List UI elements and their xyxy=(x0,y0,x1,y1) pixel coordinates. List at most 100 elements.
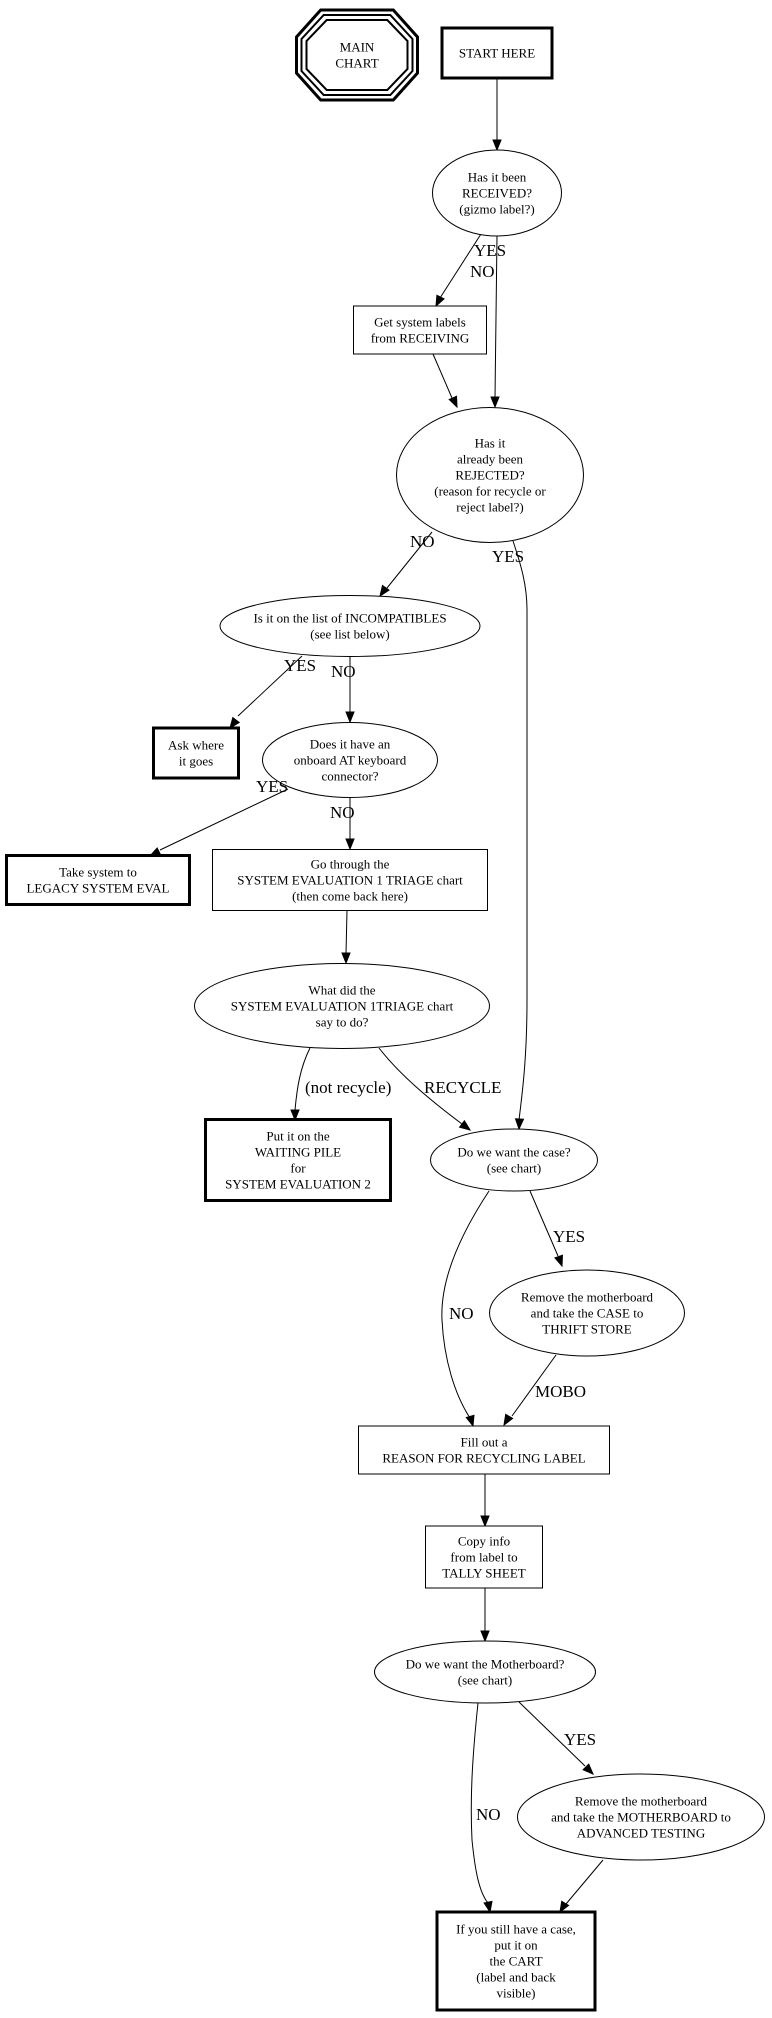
edge-label: MOBO xyxy=(535,1382,586,1401)
node-text-line: Do we want the Motherboard? xyxy=(406,1657,565,1672)
node-text-line: Put it on the xyxy=(266,1129,329,1144)
arrowhead-icon xyxy=(379,584,390,598)
node-text-line: Go through the xyxy=(311,857,390,872)
edge-want_case-to-fill_label xyxy=(441,1190,490,1428)
node-text-line: (see chart) xyxy=(487,1161,542,1176)
node-text-line: MAIN xyxy=(340,40,375,55)
arrowhead-icon xyxy=(458,1119,472,1131)
terminal-box xyxy=(5,854,191,906)
node-text-line: onboard AT keyboard xyxy=(294,753,407,768)
edge-label: YES xyxy=(564,1730,596,1749)
arrowhead-icon xyxy=(345,711,355,724)
node-text-line: Fill out a xyxy=(461,1435,508,1450)
node-text-line: START HERE xyxy=(459,46,535,61)
edge-tally-to-want_mobo xyxy=(480,1588,490,1643)
node-text-line: Is it on the list of INCOMPATIBLES xyxy=(253,611,446,626)
node-text-line: (then come back here) xyxy=(292,889,408,904)
arrowhead-icon xyxy=(435,294,445,308)
node-text-line: Ask where xyxy=(168,738,224,753)
arrowhead-icon xyxy=(229,716,241,730)
node-incompatibles: Is it on the list of INCOMPATIBLES(see l… xyxy=(219,595,481,657)
edge-line xyxy=(432,353,453,399)
edge-line xyxy=(494,235,498,399)
edge-label: NO xyxy=(410,532,435,551)
node-text-line: REASON FOR RECYCLING LABEL xyxy=(382,1451,585,1466)
node-text-line: Has it been xyxy=(468,170,527,185)
arrowhead-icon xyxy=(483,1900,493,1914)
edge-label: (not recycle) xyxy=(305,1078,391,1097)
node-text-line: TALLY SHEET xyxy=(442,1566,526,1581)
decision-ellipse xyxy=(396,407,584,543)
edge-label: YES xyxy=(284,656,316,675)
node-text-line: LEGACY SYSTEM EVAL xyxy=(26,881,169,896)
terminal-box xyxy=(152,726,240,780)
edge-label: NO xyxy=(476,1805,501,1824)
edge-label: YES xyxy=(492,547,524,566)
edge-want_case-to-thrift xyxy=(529,1190,564,1268)
decision-ellipse xyxy=(430,1128,598,1192)
edge-line xyxy=(159,788,289,851)
arrowhead-icon xyxy=(503,1413,514,1427)
node-text-line: SYSTEM EVALUATION 2 xyxy=(225,1177,371,1192)
edge-want_mobo-to-adv_testing xyxy=(518,1701,594,1775)
edge-get_labels-to-rejected xyxy=(432,353,458,409)
node-want-case: Do we want the case?(see chart) xyxy=(430,1128,598,1192)
decision-ellipse xyxy=(262,722,438,798)
edge-received-to-get_labels xyxy=(435,233,482,308)
edge-label: YES xyxy=(256,777,288,796)
node-text-line: the CART xyxy=(489,1954,542,1969)
arrowhead-icon xyxy=(465,1414,475,1428)
arrowhead-icon xyxy=(582,1763,594,1775)
edge-triage_q-to-waiting_pile xyxy=(290,1047,311,1122)
node-text-line: connector? xyxy=(321,769,378,784)
edge-line xyxy=(439,233,482,299)
arrowhead-icon xyxy=(559,1900,570,1914)
edge-line xyxy=(470,1702,489,1904)
edge-want_mobo-to-cart xyxy=(470,1702,493,1914)
node-text-line: Get system labels xyxy=(374,315,466,330)
arrowhead-icon xyxy=(492,139,502,152)
edge-line xyxy=(294,1047,311,1111)
node-start-here: START HERE xyxy=(440,26,554,80)
edge-line xyxy=(512,540,528,1121)
process-box xyxy=(353,305,487,355)
terminal-box xyxy=(440,26,554,80)
node-text-line: (label and back xyxy=(476,1970,556,1985)
edge-triage_q-to-want_case xyxy=(378,1047,472,1131)
edge-fill_label-to-tally xyxy=(480,1474,490,1528)
node-text-line: visible) xyxy=(497,1986,536,2001)
edge-line xyxy=(237,655,303,717)
edge-line xyxy=(565,1859,604,1905)
arrowhead-icon xyxy=(480,1515,490,1528)
node-text-line: Remove the motherboard xyxy=(575,1794,708,1809)
decision-ellipse xyxy=(432,149,562,237)
node-text-line: Do we want the case? xyxy=(457,1145,571,1160)
edge-triage_box-to-triage_q xyxy=(341,909,351,965)
decision-ellipse xyxy=(374,1640,596,1704)
edge-incompatibles-to-at_keyboard xyxy=(345,657,355,724)
arrowhead-icon xyxy=(554,1254,564,1268)
edge-line xyxy=(378,1047,463,1125)
edges-layer xyxy=(148,78,604,1914)
edge-adv_testing-to-cart xyxy=(559,1859,604,1914)
edge-at_keyboard-to-legacy xyxy=(148,788,289,857)
edge-label: RECYCLE xyxy=(424,1078,501,1097)
node-text-line: for xyxy=(290,1161,306,1176)
node-text-line: RECEIVED? xyxy=(462,186,532,201)
node-text-line: Take system to xyxy=(59,865,137,880)
node-text-line: reject label?) xyxy=(456,500,523,515)
node-text-line: and take the MOTHERBOARD to xyxy=(551,1810,731,1825)
terminal-box xyxy=(435,1910,597,2012)
node-text-line: WAITING PILE xyxy=(255,1145,341,1160)
